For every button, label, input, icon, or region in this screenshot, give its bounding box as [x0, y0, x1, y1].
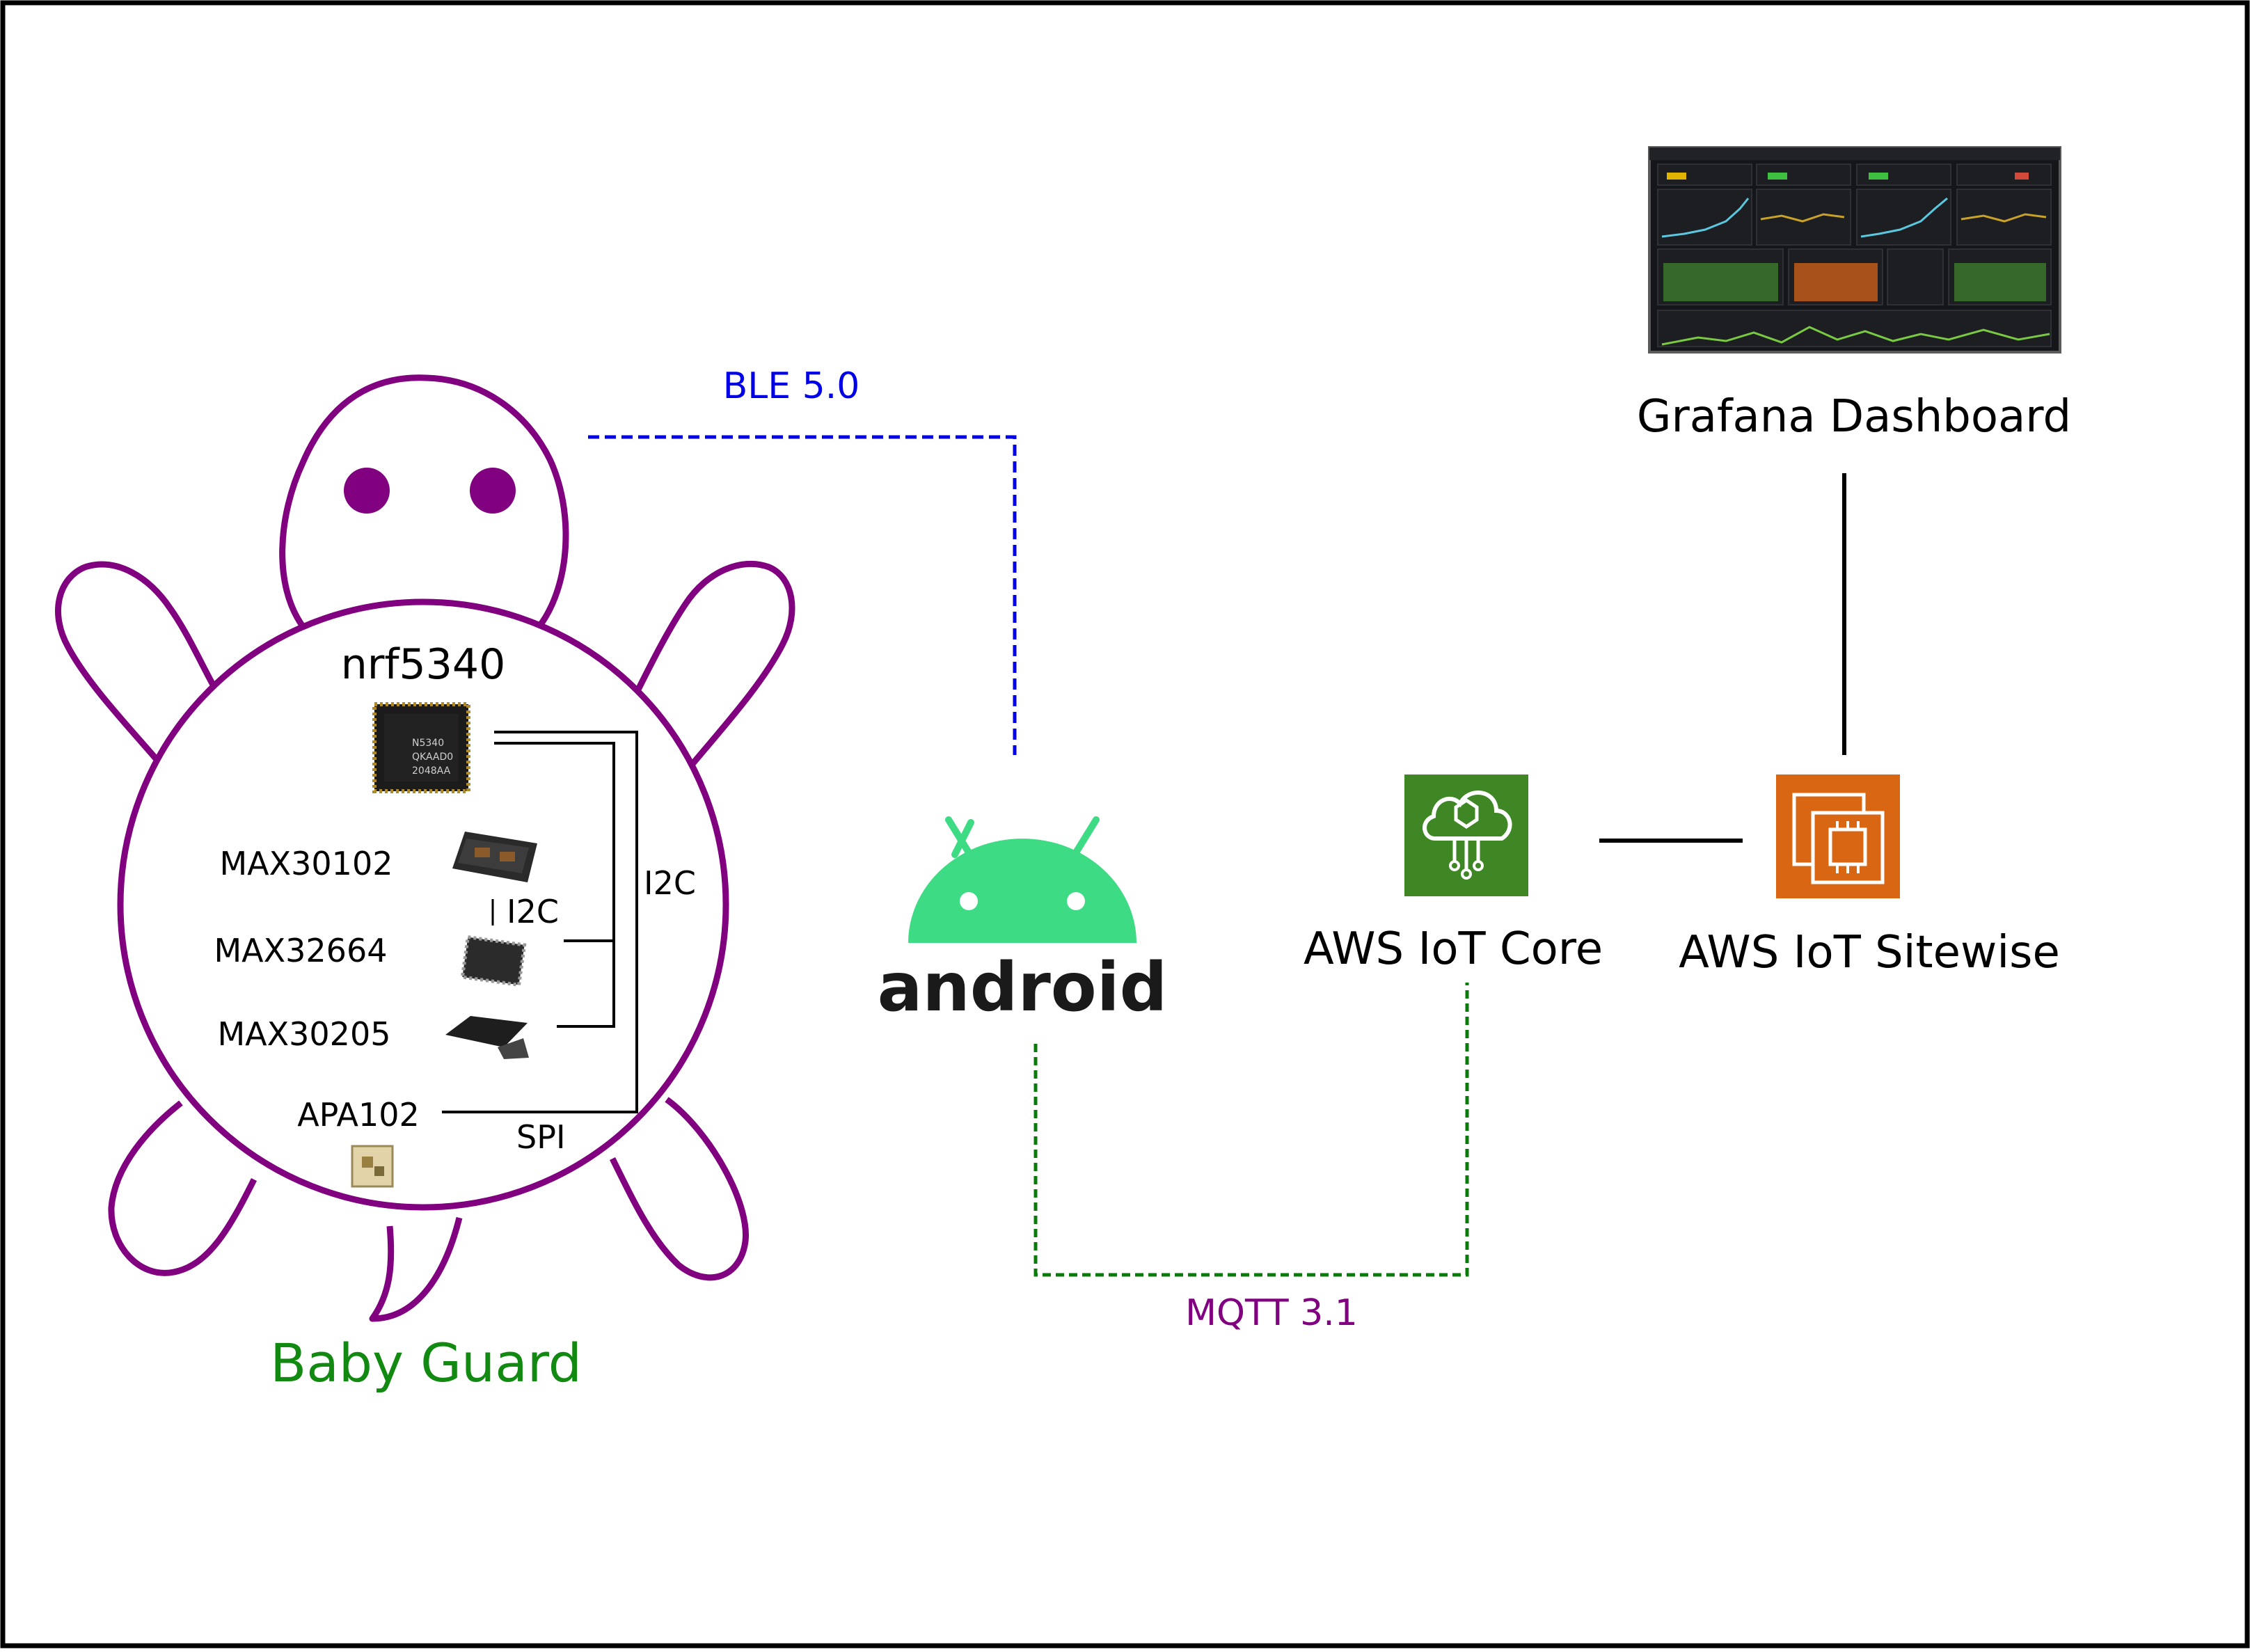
turtle-head [279, 374, 569, 628]
mcu-label: nrf5340 [341, 640, 506, 689]
apa102-led-image [351, 1145, 394, 1188]
mqtt-link-label: MQTT 3.1 [1185, 1292, 1358, 1334]
baby-guard-turtle [55, 374, 795, 1322]
aws-iot-core-icon [1404, 775, 1528, 896]
ble-link-label: BLE 5.0 [723, 365, 860, 407]
nrf5340-chip-image: N5340 QKAAD0 2048AA [372, 702, 470, 793]
i2c-outer-label: I2C [644, 864, 696, 902]
device-title: Baby Guard [270, 1332, 582, 1394]
i2c-inner-bus-line [494, 742, 615, 1028]
turtle-front-right-flipper [633, 560, 795, 775]
mqtt-link-line [1033, 983, 1469, 1277]
i2c-inner-label: I2C [507, 893, 559, 930]
max30102-chip-image [452, 832, 537, 882]
spi-label: SPI [516, 1118, 566, 1156]
aws-iot-sitewise-icon [1776, 775, 1900, 898]
sensor-label-apa102: APA102 [297, 1096, 420, 1134]
sensor-label-max32664: MAX32664 [214, 932, 387, 969]
chip-marking-line-2: QKAAD0 [412, 752, 453, 763]
grafana-dashboard-label: Grafana Dashboard [1637, 391, 2071, 443]
turtle-left-eye [344, 468, 390, 514]
chip-marking-line-3: 2048AA [412, 765, 451, 777]
bus-wiring [442, 731, 638, 1113]
aws-iot-core-label: AWS IoT Core [1304, 923, 1603, 975]
turtle-back-right-flipper [609, 1097, 749, 1281]
turtle-back-left-flipper [108, 1100, 258, 1276]
sensor-label-max30102: MAX30102 [219, 845, 393, 882]
sensor-label-max30205: MAX30205 [217, 1015, 390, 1053]
android-robot-icon [908, 816, 1136, 943]
aws-iot-sitewise-label: AWS IoT Sitewise [1679, 927, 2060, 978]
grafana-dashboard-screenshot [1648, 146, 2061, 354]
max32664-chip-image [460, 935, 527, 987]
android-wordmark: android [878, 948, 1168, 1026]
i2c-outer-bus-line [442, 731, 638, 1113]
turtle-tail [369, 1216, 463, 1322]
turtle-shell [117, 598, 729, 1211]
max30205-chip-image [445, 1016, 529, 1059]
chip-marking-line-1: N5340 [412, 738, 444, 749]
turtle-front-left-flipper [55, 561, 220, 778]
turtle-right-eye [470, 468, 516, 514]
ble-link-line [588, 435, 1017, 755]
